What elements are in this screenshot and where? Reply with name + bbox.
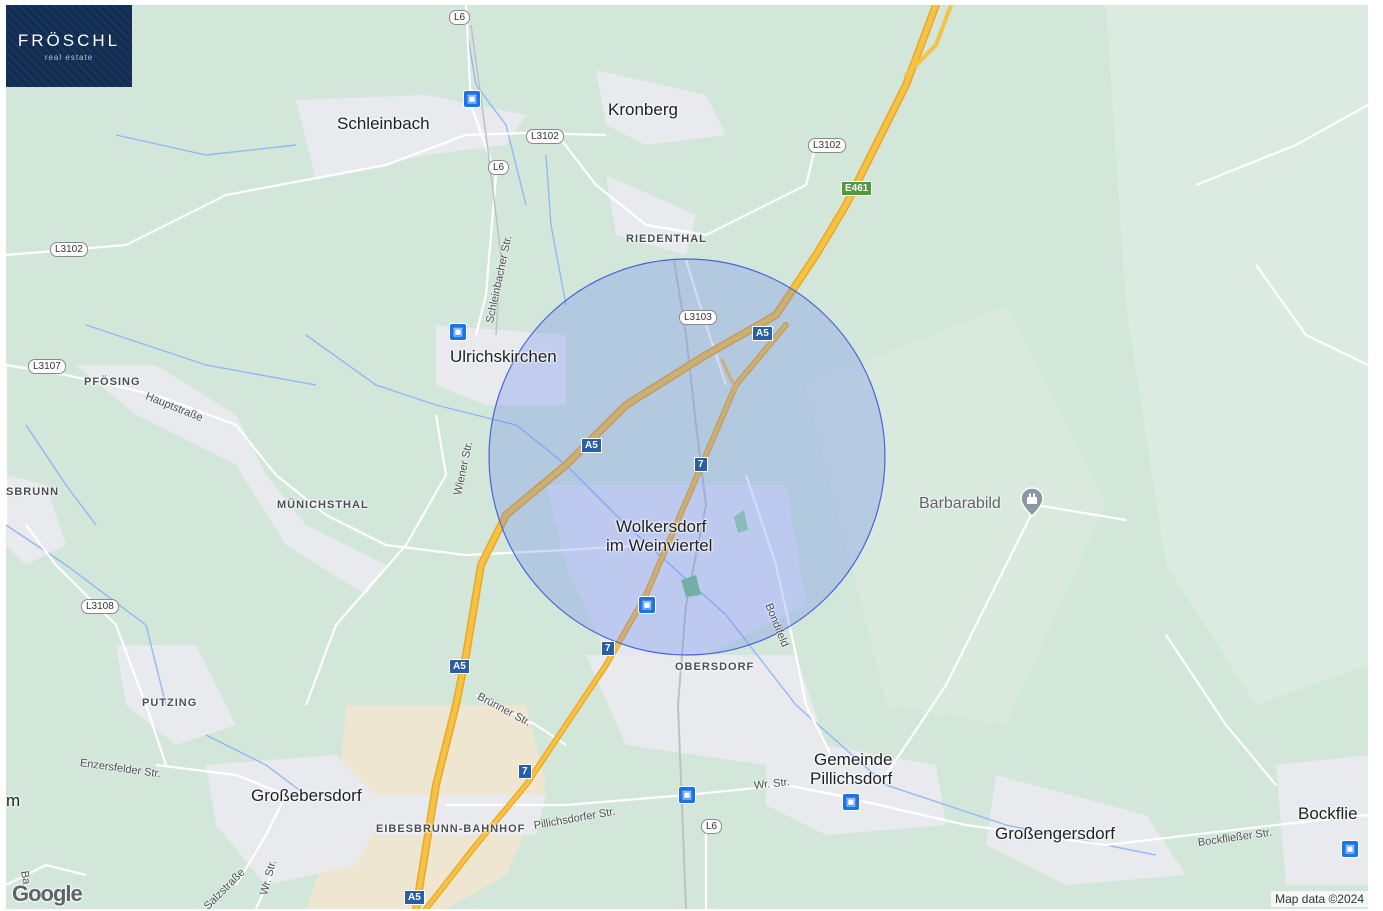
- map-attribution[interactable]: Map data ©2024: [1271, 891, 1368, 907]
- place-pillichsdorf-line1[interactable]: Gemeinde: [814, 750, 893, 769]
- shield-l6-bottom: L6: [701, 819, 723, 834]
- train-station-icon[interactable]: ▣: [449, 323, 467, 341]
- place-wolkersdorf-line1[interactable]: Wolkersdorf: [616, 517, 707, 536]
- place-eibesbrunn-bahnhof[interactable]: EIBESBRUNN-BAHNHOF: [376, 823, 526, 835]
- logo-brand: FRÖSCHL: [17, 31, 121, 50]
- map-base-layer: [6, 5, 1368, 909]
- train-station-icon[interactable]: ▣: [678, 786, 696, 804]
- place-grossebersdorf[interactable]: Großebersdorf: [251, 786, 362, 805]
- shield-s7-b: 7: [601, 641, 615, 656]
- shield-s7-c: 7: [518, 764, 532, 779]
- shield-l3107: L3107: [28, 359, 66, 374]
- train-station-icon[interactable]: ▣: [638, 596, 656, 614]
- place-pfoesing[interactable]: PFÖSING: [84, 376, 141, 388]
- shield-l6-top: L6: [449, 10, 471, 25]
- place-ulrichskirchen[interactable]: Ulrichskirchen: [450, 347, 557, 366]
- shield-a5-b: A5: [581, 438, 602, 453]
- shield-a5-a: A5: [752, 326, 773, 341]
- shield-s7-a: 7: [694, 457, 708, 472]
- shield-a5-c: A5: [449, 659, 470, 674]
- shield-e461: E461: [841, 181, 873, 196]
- train-station-icon[interactable]: ▣: [463, 90, 481, 108]
- shield-l6-mid: L6: [488, 160, 510, 175]
- place-edge-m[interactable]: m: [6, 791, 21, 810]
- place-wolkersdorf-line2[interactable]: im Weinviertel: [606, 536, 713, 555]
- shield-l3102-a: L3102: [526, 129, 564, 144]
- place-muenichsthal[interactable]: MÜNICHSTHAL: [277, 499, 369, 511]
- place-kronberg[interactable]: Kronberg: [608, 100, 678, 119]
- place-riedenthal[interactable]: RIEDENTHAL: [626, 233, 707, 245]
- shield-l3102-c: L3102: [50, 242, 88, 257]
- place-sbrunn[interactable]: SBRUNN: [6, 486, 60, 498]
- place-pillichsdorf-line2[interactable]: Pillichsdorf: [810, 769, 893, 788]
- logo-subtitle: real estate: [44, 53, 94, 62]
- shield-l3103: L3103: [679, 310, 717, 325]
- radius-circle: [488, 258, 886, 656]
- shield-l3108: L3108: [81, 599, 119, 614]
- place-putzing[interactable]: PUTZING: [142, 697, 198, 709]
- place-schleinbach[interactable]: Schleinbach: [337, 114, 430, 133]
- train-station-icon[interactable]: ▣: [842, 793, 860, 811]
- map-canvas[interactable]: FRÖSCHL real estate Schleinbach Kronberg…: [6, 5, 1368, 909]
- poi-barbarabild-label[interactable]: Barbarabild: [919, 495, 1001, 512]
- froeschl-logo[interactable]: FRÖSCHL real estate: [6, 5, 132, 87]
- church-pin-icon[interactable]: [1020, 487, 1044, 517]
- shield-a5-d: A5: [404, 890, 425, 905]
- train-station-icon[interactable]: ▣: [1341, 840, 1359, 858]
- place-obersdorf[interactable]: OBERSDORF: [675, 661, 755, 673]
- google-logo: Google: [12, 881, 83, 906]
- shield-l3102-b: L3102: [808, 138, 846, 153]
- place-grossengersdorf[interactable]: Großengersdorf: [995, 824, 1115, 843]
- place-bockflie[interactable]: Bockflie: [1298, 804, 1358, 823]
